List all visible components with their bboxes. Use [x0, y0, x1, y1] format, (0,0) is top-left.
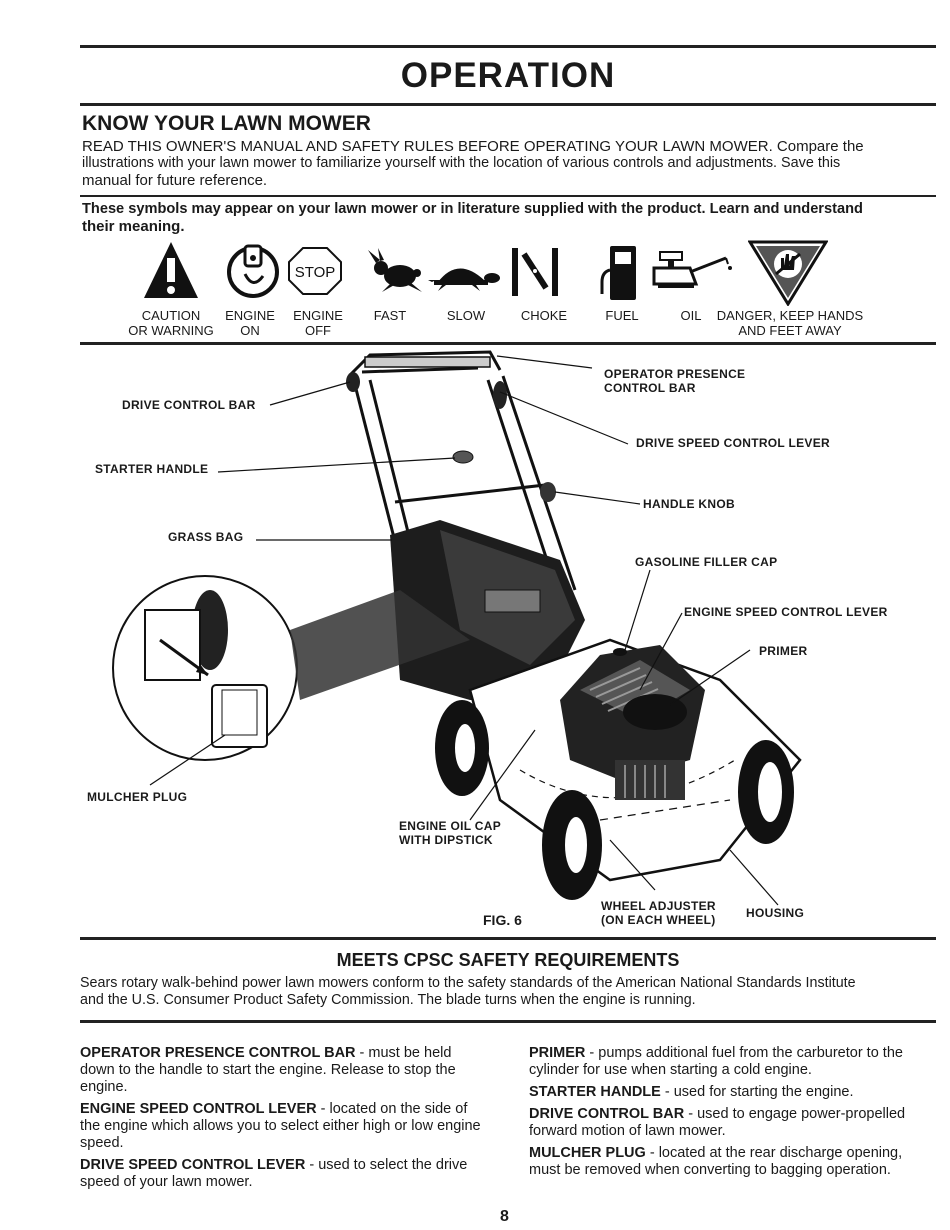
- symbols-rule: [80, 342, 936, 345]
- intro-line: manual for future reference.: [82, 172, 268, 189]
- intro-rule: [80, 195, 936, 197]
- cpsc-line: Sears rotary walk-behind power lawn mowe…: [80, 975, 856, 991]
- page-title: OPERATION: [400, 56, 616, 95]
- definition-item: DRIVE SPEED CONTROL LEVER - used to sele…: [80, 1157, 468, 1190]
- callout-drive-control-bar: DRIVE CONTROL BAR: [122, 398, 256, 412]
- callout-gas-cap: GASOLINE FILLER CAP: [635, 555, 778, 569]
- definition-item: DRIVE CONTROL BAR - used to engage power…: [529, 1106, 906, 1139]
- stop-text: STOP: [295, 264, 336, 281]
- symbols-note: These symbols may appear on your lawn mo…: [82, 201, 942, 235]
- definition-item: STARTER HANDLE - used for starting the e…: [529, 1084, 854, 1100]
- definition-item: OPERATOR PRESENCE CONTROL BAR - must be …: [80, 1045, 456, 1095]
- top-rule: [80, 45, 936, 48]
- symbol-label-slow: SLOW: [446, 308, 486, 323]
- caution-icon: [144, 242, 198, 298]
- symbols-note-line: their meaning.: [82, 218, 185, 235]
- definition-item: PRIMER - pumps additional fuel from the …: [529, 1045, 903, 1078]
- definition-item: ENGINE SPEED CONTROL LEVER - located on …: [80, 1101, 481, 1151]
- cpsc-line: and the U.S. Consumer Product Safety Com…: [80, 992, 696, 1008]
- callout-engine-speed-lever: ENGINE SPEED CONTROL LEVER: [684, 605, 888, 619]
- definition-item: MULCHER PLUG - located at the rear disch…: [529, 1145, 903, 1178]
- symbol-label-fast: FAST: [373, 308, 407, 323]
- symbols-row: STOP: [80, 236, 940, 344]
- rabbit-fast-icon: [368, 248, 422, 292]
- symbols-note-line: These symbols may appear on your lawn mo…: [82, 201, 863, 217]
- oil-can-icon: [652, 251, 732, 288]
- callout-housing: HOUSING: [746, 906, 805, 920]
- callout-handle-knob: HANDLE KNOB: [643, 497, 735, 511]
- symbol-label-choke: CHOKE: [520, 308, 568, 323]
- figure-caption: FIG. 6: [483, 912, 522, 928]
- callout-wheel-adjuster: WHEEL ADJUSTER(ON EACH WHEEL): [601, 899, 716, 927]
- symbol-label-oil: OIL: [680, 308, 702, 323]
- callout-primer: PRIMER: [759, 644, 808, 658]
- section-heading-know: KNOW YOUR LAWN MOWER: [82, 112, 371, 135]
- intro-line: READ THIS OWNER'S MANUAL AND SAFETY RULE…: [82, 138, 864, 155]
- callout-drive-speed-lever: DRIVE SPEED CONTROL LEVER: [636, 436, 830, 450]
- page-number: 8: [500, 1208, 509, 1225]
- choke-icon: [512, 248, 558, 296]
- turtle-slow-icon: [428, 268, 500, 291]
- intro-paragraph: READ THIS OWNER'S MANUAL AND SAFETY RULE…: [82, 138, 942, 189]
- definitions-left: OPERATOR PRESENCE CONTROL BAR - must be …: [80, 1045, 485, 1196]
- cpsc-heading: MEETS CPSC SAFETY REQUIREMENTS: [336, 950, 680, 970]
- callout-mulcher-plug: MULCHER PLUG: [87, 790, 188, 804]
- intro-line: illustrations with your lawn mower to fa…: [82, 155, 841, 171]
- cpsc-paragraph: Sears rotary walk-behind power lawn mowe…: [80, 975, 940, 1009]
- callout-starter-handle: STARTER HANDLE: [95, 462, 209, 476]
- engine-on-icon: [227, 244, 279, 298]
- lawn-mower-illustration: [112, 350, 802, 906]
- definitions-right: PRIMER - pumps additional fuel from the …: [529, 1045, 937, 1184]
- symbol-label-fuel: FUEL: [605, 308, 639, 323]
- callout-grass-bag: GRASS BAG: [168, 530, 244, 544]
- figure-rule: [80, 937, 936, 940]
- title-rule: [80, 103, 936, 106]
- danger-hands-icon: [748, 240, 828, 306]
- engine-off-stop-icon: STOP: [288, 247, 342, 295]
- fuel-pump-icon: [600, 246, 636, 300]
- cpsc-rule: [80, 1020, 936, 1023]
